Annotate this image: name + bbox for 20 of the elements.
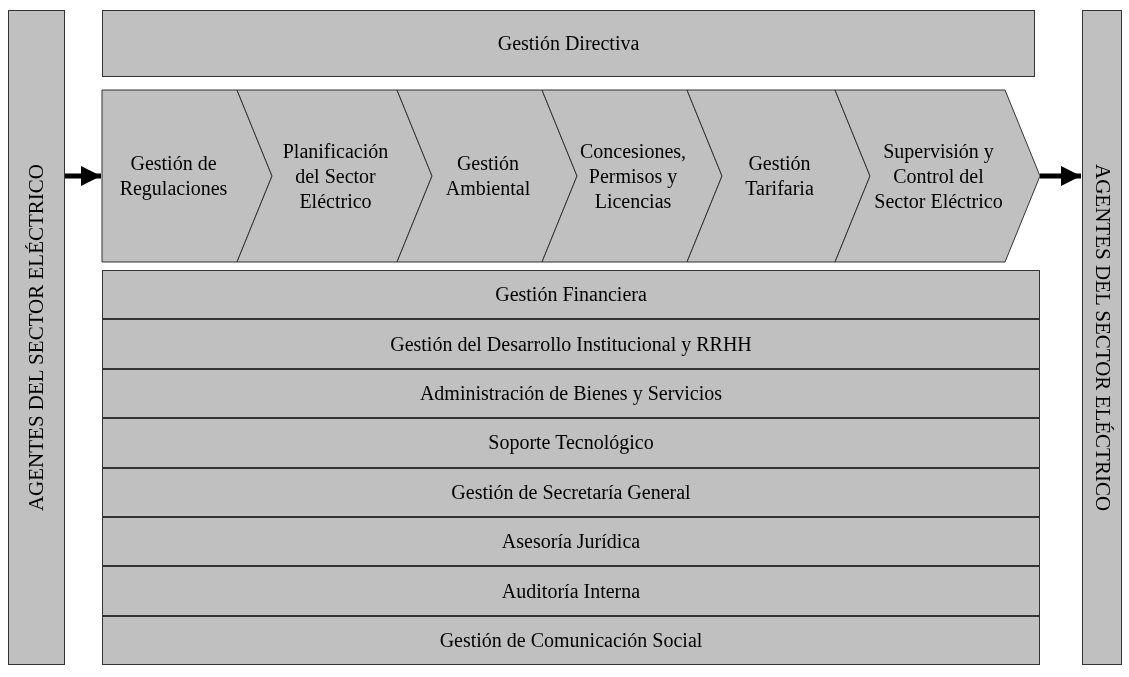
process-bar: Soporte Tecnológico	[102, 418, 1040, 468]
process-label: Planificación del Sector Eléctrico	[281, 138, 390, 214]
side-band	[1082, 10, 1122, 665]
band-label: AGENTES DEL SECTOR ELÉCTRICO	[1089, 163, 1115, 512]
process-bar: Gestión de Comunicación Social	[102, 615, 1040, 666]
process-bar: Gestión Directiva	[102, 10, 1035, 77]
process-bar: Auditoría Interna	[102, 566, 1040, 616]
arrow	[1040, 166, 1081, 186]
process-label: Gestión Ambiental	[444, 151, 532, 201]
side-band	[8, 10, 65, 665]
process-bar: Administración de Bienes y Servicios	[102, 368, 1040, 419]
band-label: AGENTES DEL SECTOR ELÉCTRICO	[24, 163, 49, 512]
process-label: Concesiones, Permisos y Licencias	[579, 138, 687, 214]
process-bar: Gestión del Desarrollo Institucional y RRHH	[102, 319, 1040, 369]
process-label: Gestión Tarifaria	[744, 151, 815, 201]
arrow	[65, 166, 101, 186]
process-bar: Gestión de Secretaría General	[102, 467, 1040, 517]
process-bar: Gestión Financiera	[102, 270, 1040, 320]
process-label: Supervisión y Control del Sector Eléctrico	[873, 138, 1004, 214]
process-bar: Asesoría Jurídica	[102, 517, 1040, 567]
